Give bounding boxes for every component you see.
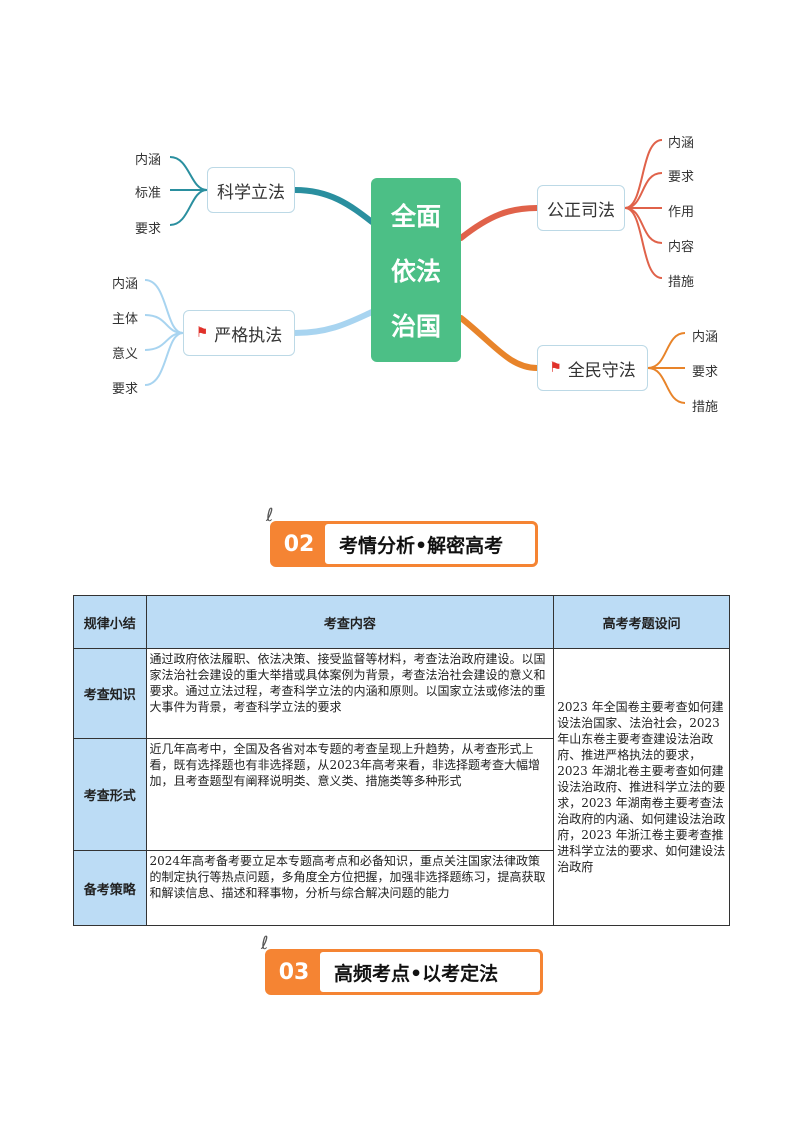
branch-kexue-lifa: 科学立法 bbox=[207, 167, 295, 213]
flag-icon: ⚑ bbox=[549, 360, 562, 376]
leaf: 内涵 bbox=[692, 330, 719, 345]
branch-label: 科学立法 bbox=[217, 182, 285, 203]
branch-label: 全民守法 bbox=[567, 360, 636, 381]
branch-label: 公正司法 bbox=[547, 200, 615, 221]
leaf: 内涵 bbox=[668, 136, 695, 151]
row-head: 备考策略 bbox=[73, 850, 147, 926]
table-row: 备考策略 2024年高考备考要立足本专题高考点和必备知识，重点关注国家法律政策的… bbox=[73, 850, 730, 926]
row-content: 2024年高考备考要立足本专题高考点和必备知识，重点关注国家法律政策的制定执行等… bbox=[145, 850, 555, 926]
leaf: 标准 bbox=[135, 186, 162, 201]
leaf: 要求 bbox=[135, 222, 162, 237]
curl-icon: ℓ bbox=[261, 933, 269, 954]
flag-icon: ⚑ bbox=[195, 325, 209, 341]
table-header: 考查内容 bbox=[145, 595, 555, 649]
branch-yange-zhifa: ⚑ 严格执法 bbox=[183, 310, 295, 356]
mind-map-connectors bbox=[144, 139, 686, 404]
leaf: 要求 bbox=[668, 170, 695, 185]
leaf: 主体 bbox=[112, 312, 139, 327]
leaf: 措施 bbox=[692, 400, 719, 415]
leaf: 意义 bbox=[112, 347, 139, 362]
leaf: 内涵 bbox=[112, 277, 139, 292]
section-number: 02 bbox=[270, 521, 328, 567]
leaf: 措施 bbox=[668, 275, 695, 290]
curl-icon: ℓ bbox=[266, 505, 274, 526]
leaf: 内容 bbox=[668, 240, 695, 255]
table-row: 考查知识 通过政府依法履职、依法决策、接受监督等材料，考查法治政府建设。以国家法… bbox=[73, 648, 730, 926]
leaf: 作用 bbox=[668, 205, 695, 220]
leaf: 要求 bbox=[112, 382, 139, 397]
branch-quanmin-shoufa: ⚑ 全民守法 bbox=[537, 345, 648, 391]
table-row: 考查形式 近几年高考中，全国及各省对本专题的考查呈现上升趋势，从考查形式上看，既… bbox=[73, 738, 730, 851]
leaf: 内涵 bbox=[135, 153, 162, 168]
section-03-banner: ℓ 03 高频考点•以考定法 bbox=[261, 933, 543, 995]
branch-gongzheng-sifa: 公正司法 bbox=[537, 185, 625, 231]
center-line-2: 依法 bbox=[390, 256, 441, 286]
exam-questions-cell: 2023 年全国卷主要考查如何建设法治国家、法治社会，2023 年山东卷主要考查… bbox=[553, 648, 730, 926]
table-header: 高考考题设问 bbox=[553, 595, 730, 649]
section-title: 高频考点•以考定法 bbox=[317, 949, 543, 995]
section-number: 03 bbox=[265, 949, 323, 995]
section-title: 考情分析•解密高考 bbox=[322, 521, 538, 567]
row-head: 考查知识 bbox=[73, 648, 147, 739]
row-head: 考查形式 bbox=[73, 738, 147, 851]
center-node: 全面 依法 治国 bbox=[371, 178, 461, 362]
row-content: 通过政府依法履职、依法决策、接受监督等材料，考查法治政府建设。以国家法治社会建设… bbox=[145, 648, 555, 739]
center-line-3: 治国 bbox=[390, 311, 441, 341]
leaf: 要求 bbox=[692, 365, 719, 380]
section-02-banner: ℓ 02 考情分析•解密高考 bbox=[266, 505, 538, 567]
analysis-table: 规律小结 考查内容 高考考题设问 考查知识 通过政府依法履职、依法决策、接受监督… bbox=[73, 595, 730, 926]
center-line-1: 全面 bbox=[390, 202, 441, 232]
branch-label: 严格执法 bbox=[214, 325, 283, 346]
mind-map: 全面 依法 治国 科学立法 内涵 标准 要求 ⚑ 严格执法 内涵 主体 意义 要… bbox=[0, 0, 800, 460]
table-header-row: 规律小结 考查内容 高考考题设问 bbox=[73, 595, 730, 649]
row-content: 近几年高考中，全国及各省对本专题的考查呈现上升趋势，从考查形式上看，既有选择题也… bbox=[145, 738, 555, 851]
table-header: 规律小结 bbox=[73, 595, 147, 649]
